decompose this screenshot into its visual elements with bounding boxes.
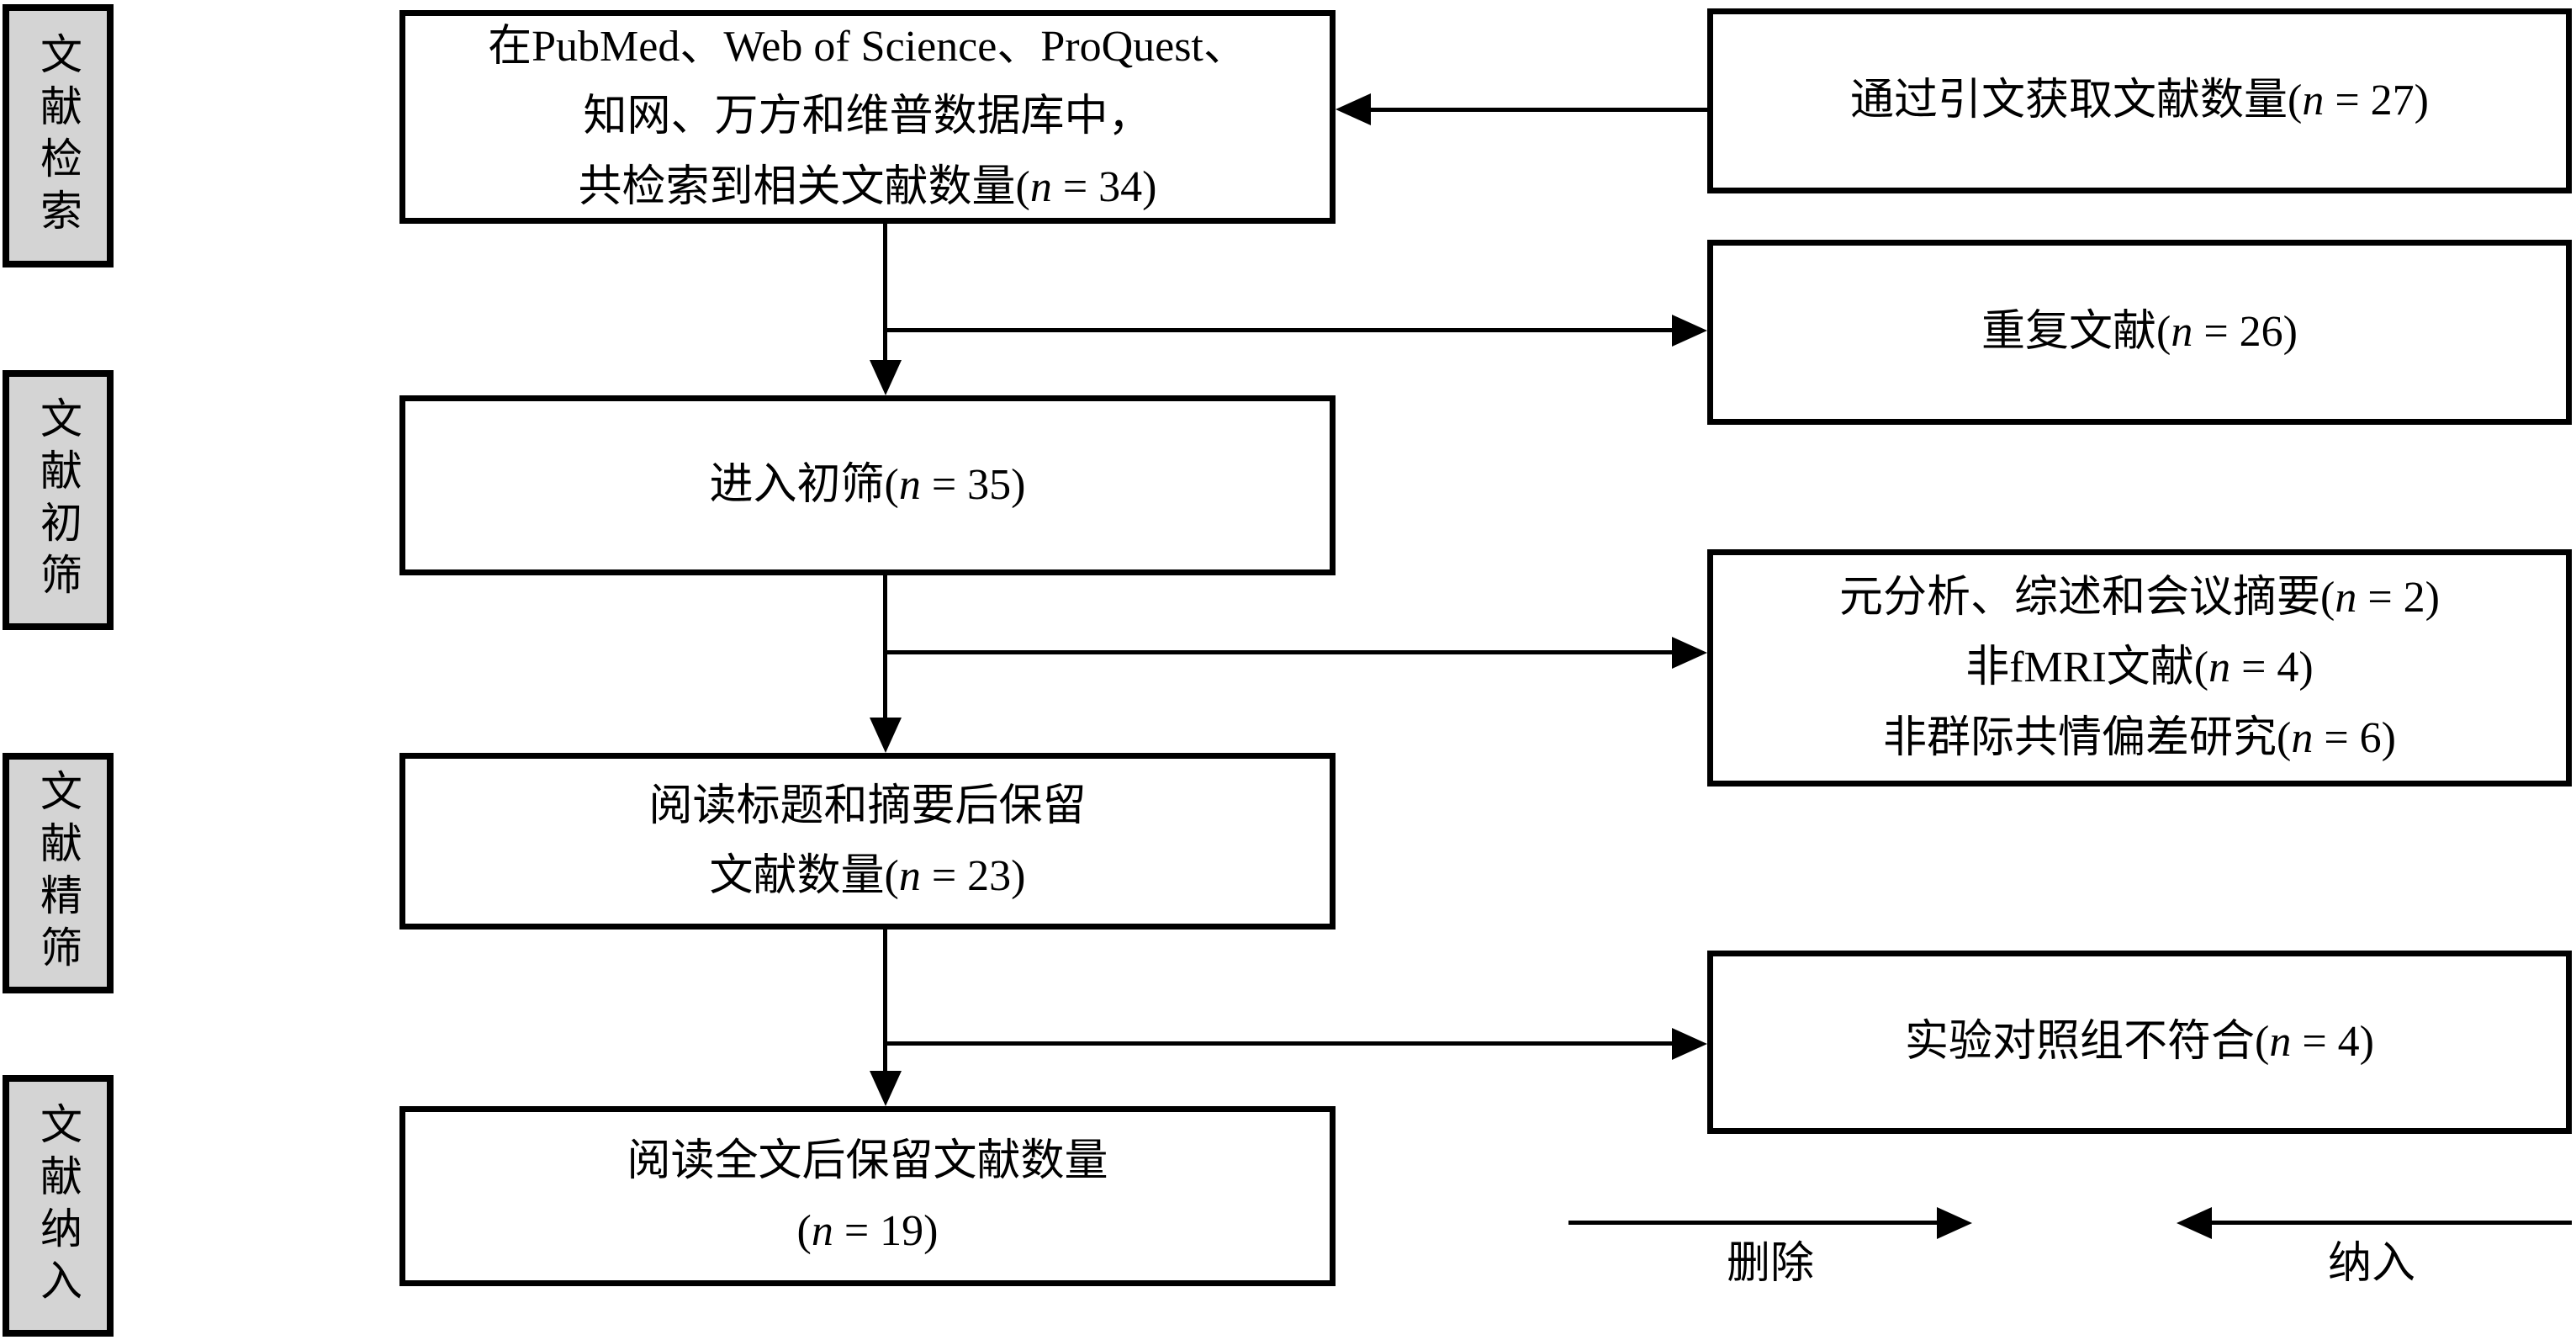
- box-excluded-screening-line1: 元分析、综述和会议摘要(n = 2): [1839, 574, 2440, 622]
- box-excluded-screening-line2: 非fMRI文献(n = 4): [1965, 644, 2314, 692]
- box-fulltext-retained-line1: 阅读全文后保留文献数量: [627, 1136, 1108, 1185]
- box-database-search-line1: 在PubMed、Web of Science、ProQuest、: [488, 23, 1247, 72]
- box-database-search: 在PubMed、Web of Science、ProQuest、 知网、万方和维…: [399, 10, 1336, 224]
- arrowhead-down-icon: [870, 718, 902, 753]
- box-title-abstract-retained: 阅读标题和摘要后保留 文献数量(n = 23): [399, 753, 1336, 930]
- box-title-abstract-line2: 文献数量(n = 23): [709, 852, 1026, 900]
- arrowhead-right-icon: [1672, 637, 1707, 669]
- box-citation-records-text: 通过引文获取文献数量(n = 27): [1850, 77, 2429, 125]
- stage-label-fine-screen: 文献精筛: [3, 753, 114, 993]
- arrowhead-left-icon: [1336, 93, 1371, 125]
- connector-titleabstract-to-fulltext: [883, 930, 887, 1071]
- connector-search-to-initial: [883, 224, 887, 362]
- stage-label-search-text: 文献检索: [34, 31, 82, 241]
- box-title-abstract-line1: 阅读标题和摘要后保留: [648, 781, 1087, 830]
- box-database-search-line2: 知网、万方和维普数据库中，: [583, 93, 1152, 141]
- arrowhead-down-icon: [870, 360, 902, 395]
- legend-exclude-arrow: [1568, 1221, 1937, 1225]
- arrowhead-right-icon: [1937, 1207, 1972, 1239]
- arrowhead-left-icon: [2177, 1207, 2212, 1239]
- stage-label-fine-screen-text: 文献精筛: [34, 769, 82, 977]
- box-excluded-screening-line3: 非群际共情偏差研究(n = 6): [1883, 713, 2396, 762]
- box-fulltext-retained-line2: (n = 19): [796, 1207, 939, 1255]
- branch-to-duplicates: [883, 328, 1672, 332]
- legend-exclude-label: 删除: [1726, 1240, 1814, 1288]
- connector-initial-to-titleabstract: [883, 575, 887, 718]
- arrowhead-down-icon: [870, 1071, 902, 1106]
- box-duplicates-removed-text: 重复文献(n = 26): [1981, 308, 2298, 357]
- legend-include-label: 纳入: [2327, 1240, 2415, 1288]
- box-excluded-at-screening: 元分析、综述和会议摘要(n = 2) 非fMRI文献(n = 4) 非群际共情偏…: [1707, 549, 2572, 787]
- box-duplicates-removed: 重复文献(n = 26): [1707, 240, 2572, 425]
- box-excluded-at-fulltext: 实验对照组不符合(n = 4): [1707, 951, 2572, 1134]
- legend-include-arrow: [2212, 1221, 2572, 1225]
- arrow-citation-to-search: [1371, 108, 1707, 112]
- box-database-search-line3: 共检索到相关文献数量(n = 34): [578, 162, 1157, 211]
- branch-to-excluded-screening: [883, 650, 1672, 654]
- arrowhead-right-icon: [1672, 315, 1707, 347]
- stage-label-inclusion: 文献纳入: [3, 1075, 114, 1337]
- stage-label-initial-screen-text: 文献初筛: [34, 395, 82, 605]
- box-fulltext-retained: 阅读全文后保留文献数量 (n = 19): [399, 1106, 1336, 1286]
- stage-label-search: 文献检索: [3, 4, 114, 267]
- box-excluded-fulltext-text: 实验对照组不符合(n = 4): [1905, 1018, 2374, 1067]
- box-initial-screening: 进入初筛(n = 35): [399, 395, 1336, 575]
- stage-label-initial-screen: 文献初筛: [3, 370, 114, 630]
- branch-to-excluded-fulltext: [883, 1041, 1672, 1046]
- box-citation-records: 通过引文获取文献数量(n = 27): [1707, 8, 2572, 193]
- arrowhead-right-icon: [1672, 1028, 1707, 1060]
- box-initial-screening-text: 进入初筛(n = 35): [709, 461, 1026, 510]
- stage-label-inclusion-text: 文献纳入: [34, 1101, 82, 1311]
